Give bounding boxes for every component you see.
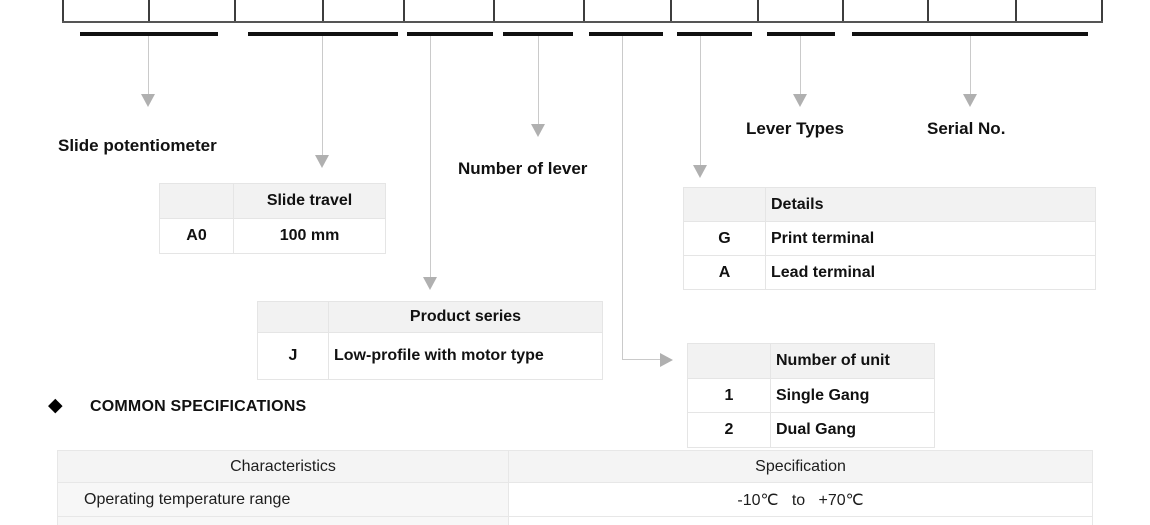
specification-cell: -10℃ to +70℃ xyxy=(508,482,1093,517)
group-underline xyxy=(677,32,752,36)
box-divider xyxy=(493,0,495,22)
spec-row-partial xyxy=(57,516,1093,525)
leader-line xyxy=(622,36,623,360)
group-underline xyxy=(80,32,218,36)
code-cell: 2 xyxy=(687,412,771,448)
specification-cell xyxy=(508,516,1093,525)
box-divider xyxy=(927,0,929,22)
arrow-down-icon xyxy=(423,277,437,290)
arrow-right-icon xyxy=(660,353,673,367)
arrow-down-icon xyxy=(963,94,977,107)
leader-line xyxy=(538,36,539,124)
box-divider xyxy=(757,0,759,22)
spec-row: Operating temperature range -10℃ to +70℃ xyxy=(57,482,1093,517)
code-cell: 1 xyxy=(687,378,771,413)
header-cell-title: Product series xyxy=(328,301,603,333)
value-cell: 100 mm xyxy=(233,218,386,254)
spec-header-characteristics: Characteristics xyxy=(57,450,509,483)
header-cell-empty xyxy=(159,183,234,219)
header-cell-title: Details xyxy=(765,187,1096,222)
arrow-down-icon xyxy=(141,94,155,107)
group-underline xyxy=(248,32,398,36)
product-series-table: Product series J Low-profile with motor … xyxy=(257,301,603,380)
arrow-down-icon xyxy=(531,124,545,137)
table-row: A Lead terminal xyxy=(683,255,1096,290)
leader-line xyxy=(700,36,701,165)
arrow-down-icon xyxy=(793,94,807,107)
code-cell: J xyxy=(257,332,329,380)
slide-travel-table: Slide travel A0 100 mm xyxy=(159,183,386,254)
value-cell: Low-profile with motor type xyxy=(328,332,603,380)
leader-line xyxy=(800,36,801,94)
characteristic-cell xyxy=(57,516,509,525)
code-cell: A xyxy=(683,255,766,290)
box-row-bottom-border xyxy=(62,21,1103,23)
value-cell: Dual Gang xyxy=(770,412,935,448)
header-cell-empty xyxy=(257,301,329,333)
leader-line xyxy=(430,36,431,277)
table-row: 2 Dual Gang xyxy=(687,412,935,448)
characteristic-cell: Operating temperature range xyxy=(57,482,509,517)
label-slide-potentiometer: Slide potentiometer xyxy=(58,136,217,155)
leader-line xyxy=(322,36,323,155)
section-title: COMMON SPECIFICATIONS xyxy=(90,398,307,415)
leader-line-elbow xyxy=(622,359,662,360)
table-row: 1 Single Gang xyxy=(687,378,935,413)
box-divider xyxy=(842,0,844,22)
header-cell-empty xyxy=(683,187,766,222)
header-cell-title: Slide travel xyxy=(233,183,386,219)
header-cell-title: Number of unit xyxy=(770,343,935,379)
arrow-down-icon xyxy=(693,165,707,178)
box-divider xyxy=(148,0,150,22)
group-underline xyxy=(407,32,493,36)
value-cell: Single Gang xyxy=(770,378,935,413)
table-header-row: Slide travel xyxy=(159,183,386,219)
value-cell: Lead terminal xyxy=(765,255,1096,290)
table-header-row: Details xyxy=(683,187,1096,222)
label-lever-types: Lever Types xyxy=(746,119,844,138)
arrow-down-icon xyxy=(315,155,329,168)
code-cell: A0 xyxy=(159,218,234,254)
group-underline xyxy=(503,32,573,36)
table-row: A0 100 mm xyxy=(159,218,386,254)
table-header-row: Number of unit xyxy=(687,343,935,379)
leader-line xyxy=(148,36,149,94)
header-cell-empty xyxy=(687,343,771,379)
box-divider xyxy=(670,0,672,22)
box-divider xyxy=(1015,0,1017,22)
box-divider xyxy=(1101,0,1103,22)
group-underline xyxy=(852,32,1088,36)
box-divider xyxy=(403,0,405,22)
table-row: G Print terminal xyxy=(683,221,1096,256)
lever-types-details-table: Details G Print terminal A Lead terminal xyxy=(683,187,1096,290)
group-underline xyxy=(589,32,663,36)
code-cell: G xyxy=(683,221,766,256)
table-row: J Low-profile with motor type xyxy=(257,332,603,380)
diamond-bullet-icon: ◆ xyxy=(48,395,63,416)
box-divider xyxy=(234,0,236,22)
leader-line xyxy=(970,36,971,94)
spec-header-row: Characteristics Specification xyxy=(57,450,1093,483)
value-cell: Print terminal xyxy=(765,221,1096,256)
table-header-row: Product series xyxy=(257,301,603,333)
box-divider xyxy=(62,0,64,22)
label-serial-no: Serial No. xyxy=(927,119,1006,138)
number-of-unit-table: Number of unit 1 Single Gang 2 Dual Gang xyxy=(687,343,935,448)
box-divider xyxy=(322,0,324,22)
spec-header-specification: Specification xyxy=(508,450,1093,483)
common-specifications-table: Characteristics Specification Operating … xyxy=(57,450,1093,525)
group-underline xyxy=(767,32,835,36)
label-number-of-lever: Number of lever xyxy=(458,159,588,178)
box-divider xyxy=(583,0,585,22)
